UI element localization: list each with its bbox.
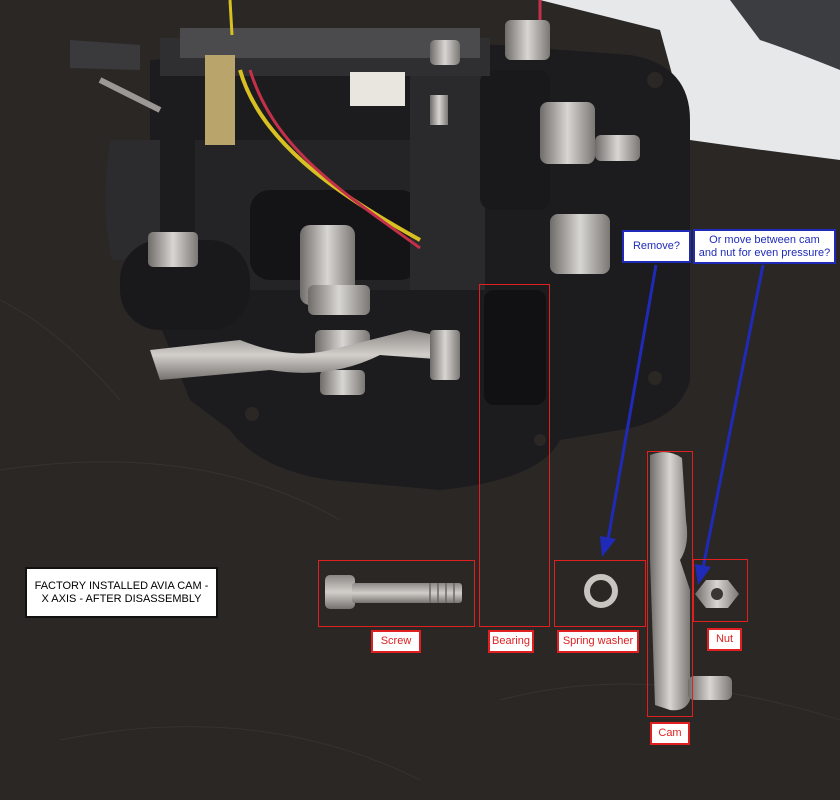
lever-arm <box>150 330 460 380</box>
screw-highlight <box>318 560 475 627</box>
callout-move-line-2: and nut for even pressure? <box>698 246 831 259</box>
callout-remove-text: Remove? <box>632 240 681 252</box>
loose-screw <box>325 575 462 609</box>
title-line-2: X AXIS - AFTER DISASSEMBLY <box>41 592 202 605</box>
bearing-highlight <box>479 284 550 627</box>
gray-object <box>730 0 840 70</box>
callout-move: Or move between cam and nut for even pre… <box>693 229 836 264</box>
loose-nut <box>695 580 739 608</box>
callout-remove: Remove? <box>622 230 691 263</box>
title-line-1: FACTORY INSTALLED AVIA CAM - <box>34 579 209 592</box>
cam-highlight <box>647 451 693 717</box>
spring-washer-label: Spring washer <box>557 630 639 653</box>
spring-washer-highlight <box>554 560 646 627</box>
title-box: FACTORY INSTALLED AVIA CAM - X AXIS - AF… <box>25 567 218 618</box>
callout-move-line-1: Or move between cam <box>709 233 820 246</box>
arrow-remove <box>600 264 658 557</box>
bearing-label: Bearing <box>488 630 534 653</box>
loose-spring-washer <box>584 574 618 608</box>
nut-highlight <box>693 559 748 622</box>
loose-cam <box>650 452 732 711</box>
screw-label: Screw <box>371 630 421 653</box>
cam-label: Cam <box>650 722 690 745</box>
nut-label: Nut <box>707 628 742 651</box>
arrow-move <box>695 264 765 585</box>
